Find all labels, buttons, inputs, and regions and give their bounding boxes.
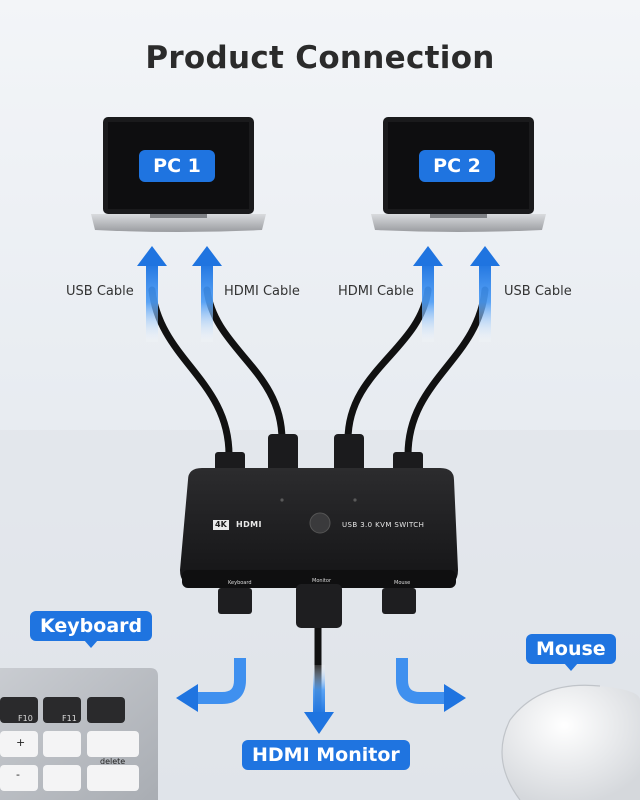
switch-brand: HDMI (236, 520, 262, 529)
switch-name: USB 3.0 KVM SWITCH (342, 521, 425, 529)
keyboard-callout: Keyboard (30, 611, 153, 648)
arrow-up-icon (146, 262, 158, 342)
arrow-up-icon (201, 262, 213, 342)
port-label-monitor: Monitor (312, 578, 332, 584)
key-f11: F11 (62, 714, 77, 723)
key-f10: F10 (18, 714, 33, 723)
hdmi-cable-pc1 (203, 286, 286, 444)
port-label-keyboard: Keyboard (228, 580, 252, 586)
mouse-usb-plug (382, 588, 416, 614)
hdmi-monitor-callout: HDMI Monitor (242, 740, 410, 770)
arrow-up-icon (479, 262, 491, 342)
arrow-down-icon (304, 665, 334, 734)
keyboard-usb-plug (218, 588, 252, 614)
arrow-right-icon (396, 658, 466, 712)
arrow-group-pc1 (137, 246, 222, 342)
switch-button (309, 512, 331, 534)
pc2-usb-cable-label: USB Cable (504, 284, 572, 299)
key-minus: - (16, 768, 20, 781)
kvm-switch (180, 468, 458, 588)
pc1-usb-cable-label: USB Cable (66, 284, 134, 299)
switch-4k-badge: 4K (213, 520, 229, 530)
pc1-hdmi-cable-label: HDMI Cable (224, 284, 300, 299)
arrow-up-icon (422, 262, 434, 342)
pc1-label: PC 1 (139, 150, 215, 182)
pc2-label: PC 2 (419, 150, 495, 182)
pc2-hdmi-cable-label: HDMI Cable (338, 284, 414, 299)
arrow-group-pc2 (413, 246, 500, 342)
key-plus: + (16, 736, 26, 749)
mouse-callout: Mouse (526, 634, 616, 671)
mouse (501, 684, 640, 800)
key-delete: delete (100, 757, 126, 766)
port-label-mouse: Mouse (394, 580, 411, 586)
keyboard (0, 668, 158, 800)
arrow-left-icon (176, 658, 246, 712)
bottom-plugs (218, 584, 416, 628)
page-title: Product Connection (145, 40, 495, 76)
monitor-hdmi-plug (296, 584, 342, 628)
